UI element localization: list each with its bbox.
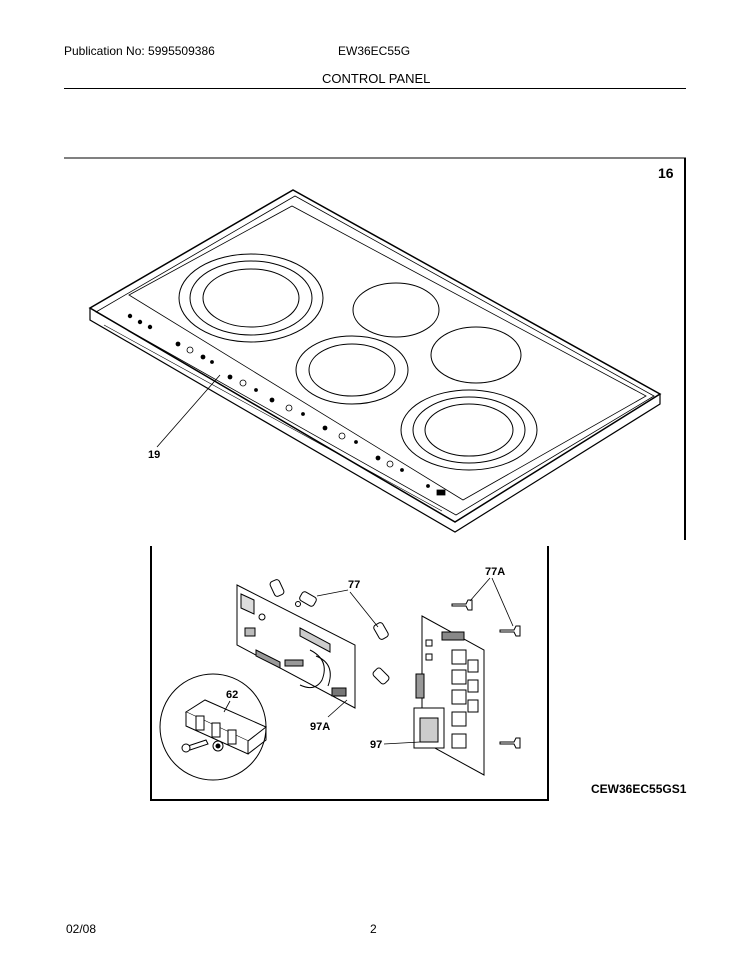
- touch-controls: [127, 313, 446, 496]
- detail-frame: [150, 546, 549, 801]
- footer-date: 02/08: [66, 922, 97, 936]
- leader-77a-b: [491, 577, 514, 627]
- model-number: EW36EC55G: [338, 44, 411, 58]
- callout-97a: 97A: [310, 721, 330, 733]
- illustration-code: CEW36EC55GS1: [591, 782, 687, 796]
- figure-number: 16: [658, 165, 674, 181]
- leader-19: [156, 374, 221, 448]
- leader-97a: [327, 699, 348, 718]
- publication-number: Publication No: 5995509386: [64, 44, 215, 58]
- leader-77-b: [349, 591, 379, 628]
- page-number: 2: [370, 922, 377, 936]
- leader-77-a: [316, 589, 349, 597]
- control-board: [236, 584, 356, 709]
- callout-77: 77: [348, 579, 360, 591]
- cooktop-glass: [88, 189, 662, 533]
- callout-19: 19: [148, 449, 160, 461]
- callout-62: 62: [226, 689, 238, 701]
- screws: [451, 599, 521, 749]
- connector-detail: [159, 673, 267, 781]
- header-rule: [64, 88, 686, 89]
- callout-97: 97: [370, 739, 382, 751]
- leader-77a-a: [469, 577, 491, 602]
- leader-62: [223, 700, 231, 713]
- leader-97: [383, 741, 421, 745]
- relay-board: [413, 615, 485, 776]
- section-title: CONTROL PANEL: [322, 71, 431, 86]
- callout-77a: 77A: [485, 566, 505, 578]
